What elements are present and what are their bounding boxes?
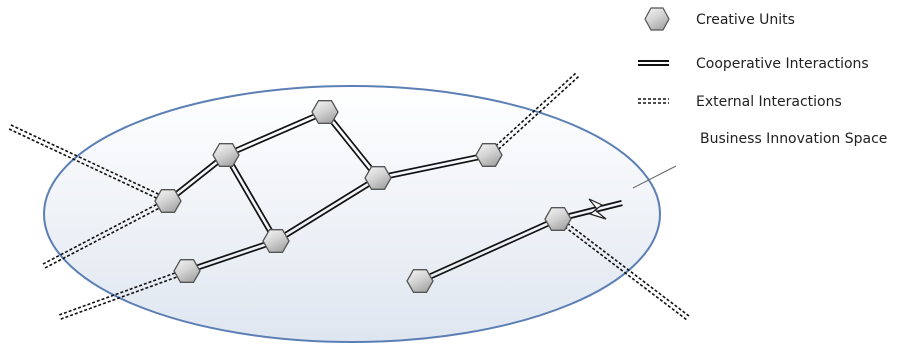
creative-unit-hexagon-icon (406, 269, 434, 293)
creative-unit-hexagon-icon (475, 143, 503, 167)
creative-unit-hexagon-icon (154, 189, 182, 213)
legend-label-cooperative-interactions: Cooperative Interactions (696, 56, 869, 72)
lightning-break-icon (588, 198, 607, 220)
space-label-leader (632, 165, 677, 189)
cooperative-interaction-link (186, 238, 277, 274)
creative-unit-hexagon-icon (311, 100, 339, 124)
legend-label-business-innovation-space: Business Innovation Space (700, 131, 887, 147)
external-interaction-link (556, 216, 690, 321)
legend-label-creative-units: Creative Units (696, 12, 795, 28)
cooperative-interaction-link (418, 216, 560, 284)
external-interaction-link (58, 268, 189, 320)
legend-creative-units: Creative Units (644, 7, 795, 31)
external-interaction-link (8, 124, 170, 204)
creative-unit-hexagon-icon (544, 207, 572, 231)
creative-unit-hexagon-icon (173, 259, 201, 283)
creative-unit-hexagon-icon (212, 143, 240, 167)
external-interaction-link (42, 198, 170, 269)
cooperative-interaction-link (224, 109, 327, 158)
cooperative-interactions (166, 109, 623, 284)
legend-label-external-interactions: External Interactions (696, 94, 842, 110)
legend-cooperative-interactions: Cooperative Interactions (638, 56, 869, 72)
cooperative-interaction-link (322, 110, 381, 180)
cooperative-interaction-link (377, 152, 490, 181)
creative-unit-hexagon-icon (262, 229, 290, 253)
cooperative-interaction-link (223, 153, 279, 243)
legend: Creative Units Cooperative Interactions … (638, 7, 887, 147)
creative-units (154, 100, 572, 293)
business-innovation-space-ellipse (43, 85, 661, 343)
hexagon-icon (644, 7, 670, 31)
cooperative-interaction-link (274, 175, 380, 244)
legend-external-interactions: External Interactions (638, 94, 842, 110)
external-interactions (8, 72, 690, 321)
creative-unit-hexagon-icon (364, 166, 392, 190)
